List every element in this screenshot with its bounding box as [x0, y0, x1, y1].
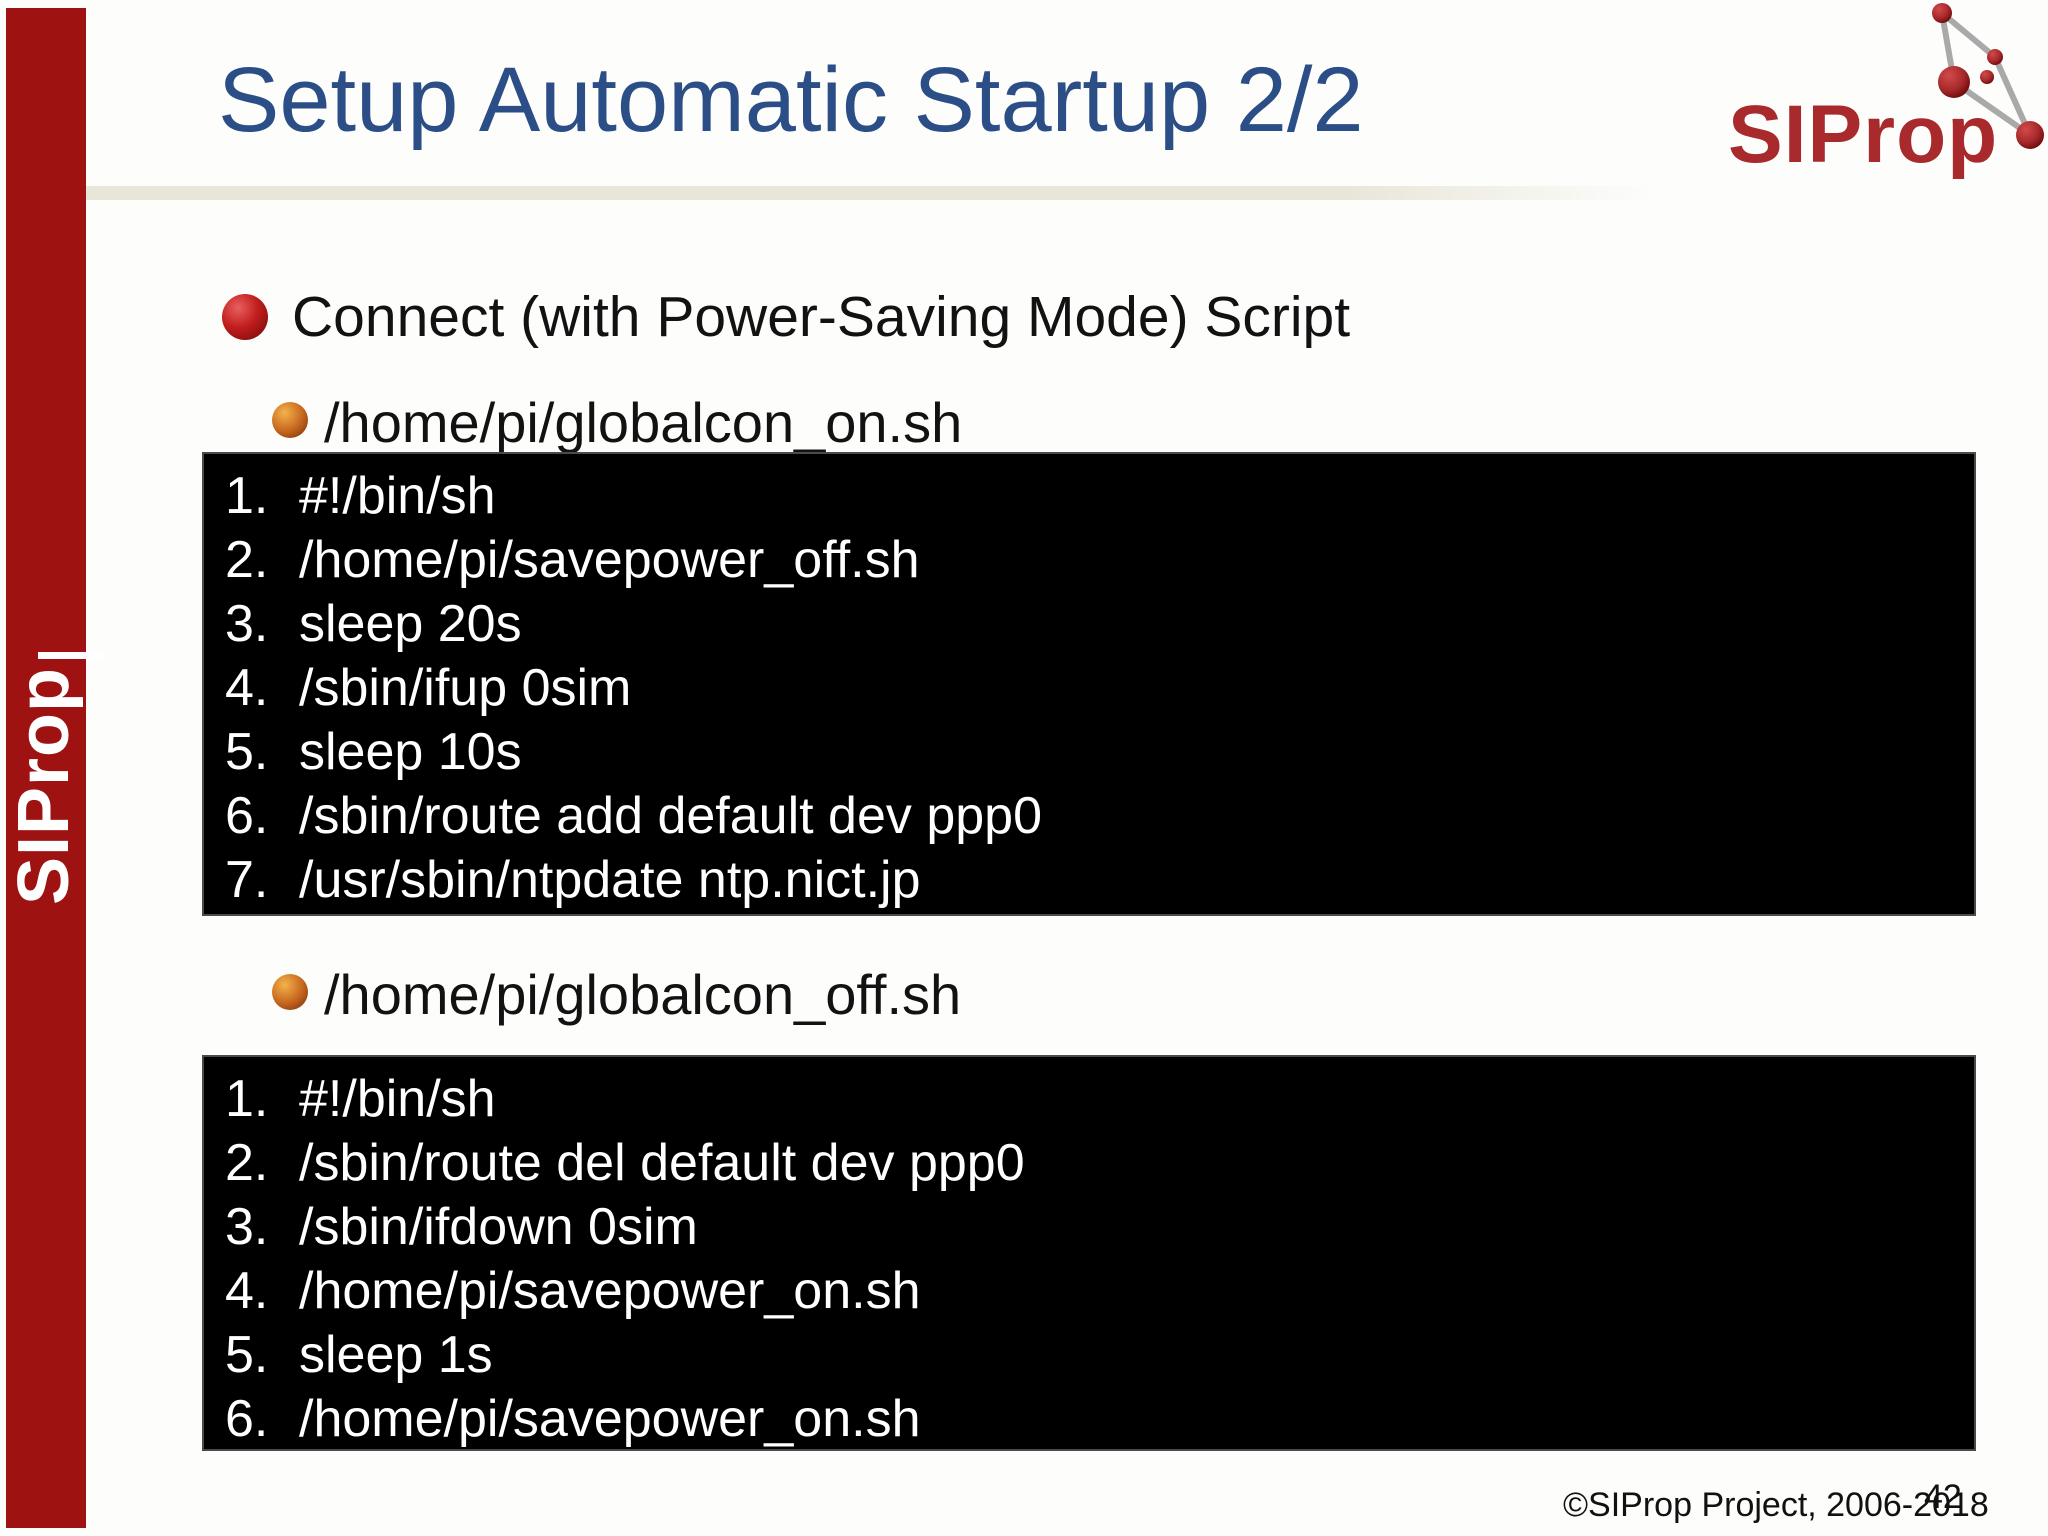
code-line-text: #!/bin/sh: [299, 1070, 496, 1128]
script-path: /home/pi/globalcon_off.sh: [324, 963, 962, 1026]
main-bullet-row: Connect (with Power-Saving Mode) Script: [222, 286, 1350, 349]
code-line-text: sleep 1s: [299, 1326, 493, 1384]
code-line-text: #!/bin/sh: [299, 467, 496, 525]
code-line-number: 5.: [225, 723, 269, 781]
code-line-text: /sbin/ifup 0sim: [299, 659, 632, 717]
code-line-number: 5.: [225, 1326, 269, 1384]
title-underline-band: [86, 186, 1656, 200]
code-line: 1. #!/bin/sh: [225, 1067, 1974, 1131]
code-line: 2. /home/pi/savepower_off.sh: [225, 528, 1974, 592]
page-number: 42: [1924, 1478, 1962, 1516]
code-line-text: /home/pi/savepower_on.sh: [299, 1262, 921, 1320]
code-line-text: /sbin/route add default dev ppp0: [299, 787, 1043, 845]
code-line-number: 2.: [225, 531, 269, 589]
code-line-text: /home/pi/savepower_on.sh: [299, 1390, 921, 1448]
network-graph-icon: [1932, 3, 2044, 149]
code-line: 2. /sbin/route del default dev ppp0: [225, 1131, 1974, 1195]
siprop-logo: SIProp: [1688, 0, 2048, 200]
code-line-text: /usr/sbin/ntpdate ntp.nict.jp: [299, 851, 921, 909]
code-line-number: 6.: [225, 787, 269, 845]
code-block-globalcon-off: 1. #!/bin/sh 2. /sbin/route del default dev…: [202, 1055, 1976, 1451]
script-path-row: /home/pi/globalcon_on.sh: [272, 392, 962, 454]
code-line-number: 3.: [225, 595, 269, 653]
siprop-logo-text: SIProp: [1728, 89, 1999, 180]
code-line: 7. /usr/sbin/ntpdate ntp.nict.jp: [225, 848, 1974, 912]
code-line-number: 3.: [225, 1198, 269, 1256]
script-path: /home/pi/globalcon_on.sh: [324, 391, 963, 454]
code-line: 3. /sbin/ifdown 0sim: [225, 1195, 1974, 1259]
page-title: Setup Automatic Startup 2/2: [218, 49, 1364, 151]
sidebar-bar: [6, 8, 104, 1528]
code-line-number: 6.: [225, 1390, 269, 1448]
orange-sphere-bullet-icon: [272, 974, 308, 1010]
code-line-text: /sbin/route del default dev ppp0: [299, 1134, 1025, 1192]
code-line: 1. #!/bin/sh: [225, 464, 1974, 528]
code-line-text: sleep 10s: [299, 723, 522, 781]
script-path-row: /home/pi/globalcon_off.sh: [272, 964, 961, 1026]
sidebar-accent-line: [38, 652, 104, 659]
section-heading: Connect (with Power-Saving Mode) Script: [292, 285, 1351, 349]
red-sphere-bullet-icon: [222, 294, 268, 340]
code-line-text: /sbin/ifdown 0sim: [299, 1198, 698, 1256]
code-line-number: 1.: [225, 1070, 269, 1128]
code-line-text: /home/pi/savepower_off.sh: [299, 531, 920, 589]
code-line: 5. sleep 10s: [225, 720, 1974, 784]
copyright-footer: ©SIProp Project, 2006-2018: [1563, 1486, 1989, 1524]
code-line-number: 4.: [225, 659, 269, 717]
code-line: 6. /sbin/route add default dev ppp0: [225, 784, 1974, 848]
code-line-number: 1.: [225, 467, 269, 525]
code-line-number: 2.: [225, 1134, 269, 1192]
code-line: 6. /home/pi/savepower_on.sh: [225, 1387, 1974, 1451]
code-line-number: 7.: [225, 851, 269, 909]
orange-sphere-bullet-icon: [272, 402, 308, 438]
code-line: 5. sleep 1s: [225, 1323, 1974, 1387]
code-line: 3. sleep 20s: [225, 592, 1974, 656]
sidebar-logo-label: SIProp: [4, 666, 84, 906]
code-line: 4. /home/pi/savepower_on.sh: [225, 1259, 1974, 1323]
code-line: 4. /sbin/ifup 0sim: [225, 656, 1974, 720]
code-line-text: sleep 20s: [299, 595, 522, 653]
code-line-number: 4.: [225, 1262, 269, 1320]
